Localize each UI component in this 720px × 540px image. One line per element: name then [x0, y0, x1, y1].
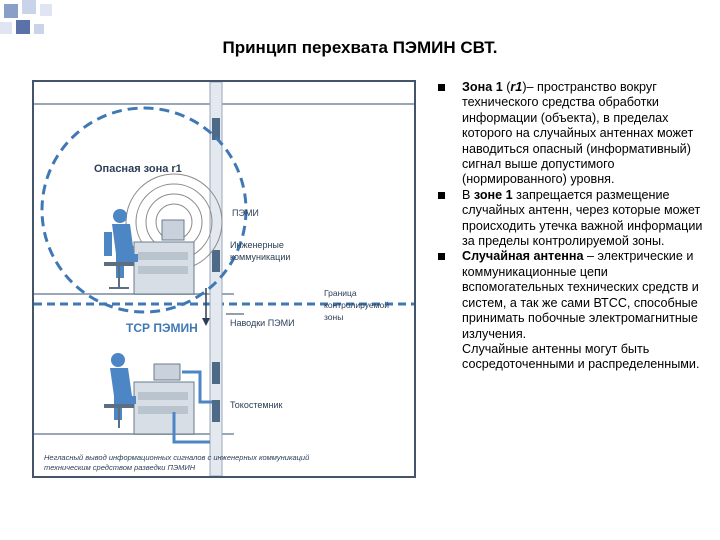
- decorative-corner: [0, 0, 60, 40]
- square-bullet-icon: [438, 84, 445, 91]
- caption-line-1: Негласный вывод информационных сигналов …: [44, 453, 310, 462]
- border-label-3: зоны: [324, 312, 343, 322]
- bullet-zone1: Зона 1 (r1)– пространство вокруг техниче…: [436, 80, 706, 188]
- danger-zone-label: Опасная зона r1: [94, 163, 182, 175]
- trailing-paragraph: Случайные антенны могут быть сосредоточе…: [462, 341, 700, 372]
- leak-label: Токостемник: [230, 400, 283, 410]
- danger-zone-circle: [40, 106, 248, 314]
- bullet-random-antenna: Случайная антенна – электрические и комм…: [436, 249, 706, 341]
- tsr-label: ТСР ПЭМИН: [126, 321, 198, 335]
- eng-comm-label-2: коммуникации: [230, 252, 290, 262]
- border-label-1: Граница: [324, 288, 357, 298]
- upper-monitor-icon: [161, 219, 185, 241]
- eng-comm-label-1: Инженерные: [230, 240, 284, 250]
- interception-diagram: Опасная зона r1: [32, 80, 416, 478]
- slide-title: Принцип перехвата ПЭМИН СВТ.: [222, 38, 498, 57]
- naved-label: Наводки ПЭМИ: [230, 318, 295, 328]
- bullet-prohibition: В зоне 1 запрещается размещение случайны…: [436, 188, 706, 250]
- lower-device-icon: [153, 363, 181, 381]
- caption-line-2: техническим средством разведки ПЭМИН: [44, 463, 196, 472]
- pemi-label: ПЭМИ: [232, 208, 259, 218]
- square-bullet-icon: [438, 253, 445, 261]
- bullet-list: Зона 1 (r1)– пространство вокруг техниче…: [436, 80, 706, 373]
- square-bullet-icon: [438, 191, 445, 199]
- border-label-2: контролируемой: [324, 300, 389, 310]
